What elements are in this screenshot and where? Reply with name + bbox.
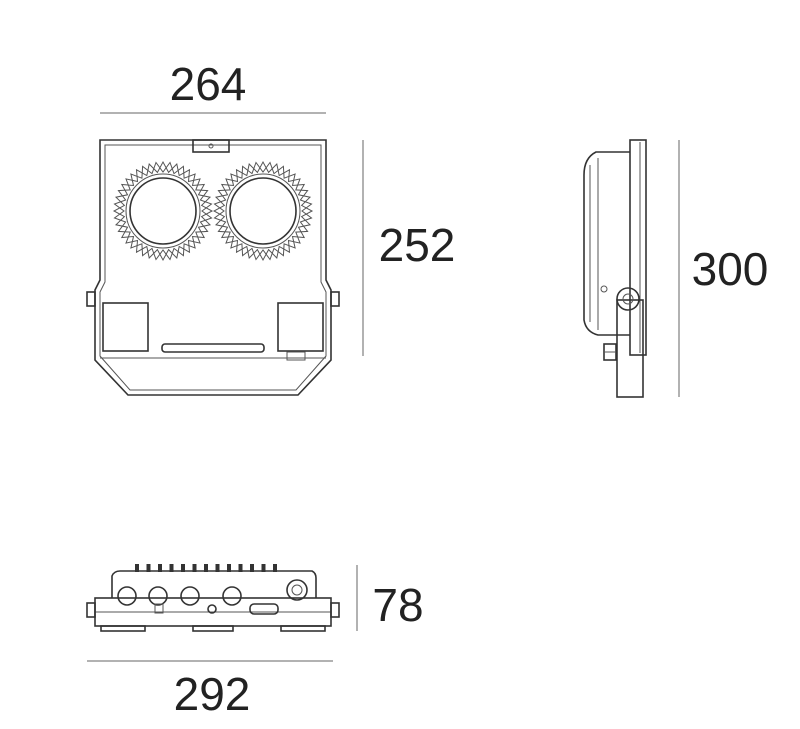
lens-left (112, 160, 214, 262)
bottom-view: 78 292 (86, 564, 424, 720)
side-height-label: 300 (692, 243, 769, 295)
front-view: 264 252 (86, 58, 456, 396)
bottom-width-label: 292 (174, 668, 251, 720)
front-height-label: 252 (379, 219, 456, 271)
front-width-label: 264 (170, 58, 247, 110)
side-view: 300 (583, 139, 769, 398)
lens-right (212, 160, 314, 262)
bottom-depth-label: 78 (372, 579, 423, 631)
